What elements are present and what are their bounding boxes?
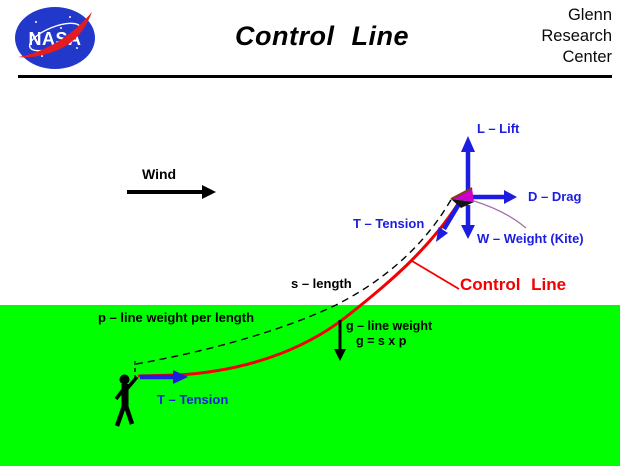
org-line: Center: [562, 48, 612, 66]
nasa-logo-swoosh: [18, 12, 92, 58]
kite: [450, 187, 527, 229]
line-weight-equation: g = s x p: [356, 334, 407, 348]
drag-label: D – Drag: [528, 189, 582, 204]
wind-label: Wind: [142, 166, 177, 182]
nasa-logo-stars: [35, 16, 78, 57]
ground: [0, 305, 620, 466]
org-name: Glenn Research Center: [541, 5, 612, 68]
kite-weight-label: W – Weight (Kite): [477, 231, 584, 246]
length-label: s – length: [291, 276, 352, 291]
line-weight-arrow: [334, 320, 346, 361]
page-title: Control Line: [235, 21, 409, 51]
length-dashed-curve: [135, 197, 453, 365]
tension-lower-arrow: [140, 370, 188, 384]
weight-per-length-label: p – line weight per length: [98, 310, 255, 325]
person: [114, 374, 139, 427]
tension-lower-label: T – Tension: [157, 392, 229, 407]
nasa-logo: NASA: [14, 6, 96, 70]
header-divider: [18, 75, 612, 78]
control-line-label: Control Line: [460, 275, 567, 294]
control-line-leader: [411, 260, 460, 290]
kite-tail: [473, 200, 527, 229]
org-line: Research: [541, 27, 612, 45]
kite-weight-arrow: [461, 205, 475, 239]
line-weight-label: g – line weight: [346, 319, 433, 333]
tension-upper-arrow: [436, 202, 461, 242]
nasa-logo-graphic: NASA: [15, 7, 95, 69]
tension-upper-label: T – Tension: [353, 216, 425, 231]
org-line: Glenn: [567, 6, 612, 24]
lift-label: L – Lift: [477, 121, 520, 136]
line-weight-label-group: g – line weight g = s x p: [346, 319, 432, 349]
drag-arrow: [471, 190, 517, 204]
control-line-curve: [137, 203, 460, 378]
wind-arrow: [127, 185, 216, 199]
